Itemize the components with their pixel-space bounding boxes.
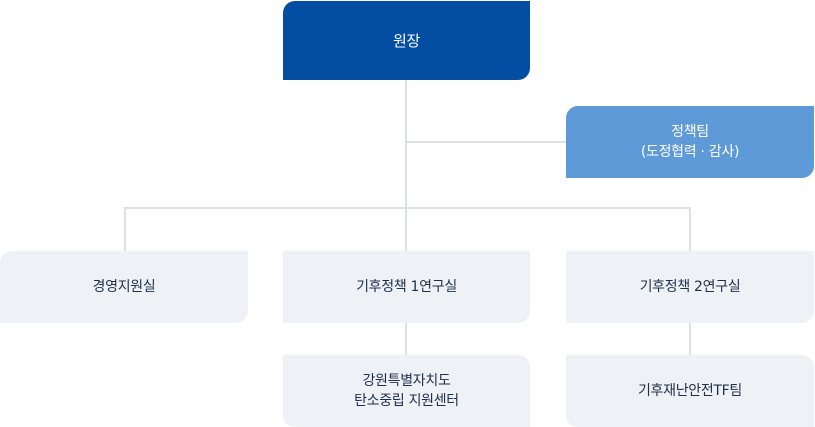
management-dept-box: 경영지원실 — [0, 251, 248, 323]
connector-right-drop — [689, 207, 691, 252]
connector-research2-sub — [689, 322, 691, 356]
connector-horizontal — [124, 207, 691, 209]
tf-team-label: 기후재난안전TF팀 — [637, 383, 743, 399]
carbon-center-box: 강원특별자치도 탄소중립 지원센터 — [283, 355, 530, 427]
management-dept-label: 경영지원실 — [92, 279, 156, 295]
carbon-center-label: 강원특별자치도 — [362, 373, 451, 389]
tf-team-box: 기후재난안전TF팀 — [566, 355, 814, 427]
policy-team-sublabel: (도정협력 · 감사) — [640, 144, 740, 160]
policy-team-box: 정책팀 (도정협력 · 감사) — [566, 106, 814, 178]
connector-trunk — [405, 80, 407, 252]
connector-policy — [405, 141, 567, 143]
policy-team-label: 정책팀 — [671, 124, 709, 140]
carbon-center-sublabel: 탄소중립 지원센터 — [354, 393, 459, 409]
director-box: 원장 — [283, 1, 530, 80]
research2-dept-box: 기후정책 2연구실 — [566, 251, 814, 323]
research2-dept-label: 기후정책 2연구실 — [639, 279, 741, 295]
research1-dept-box: 기후정책 1연구실 — [283, 251, 530, 323]
connector-research1-sub — [405, 322, 407, 356]
connector-left-drop — [124, 207, 126, 252]
research1-dept-label: 기후정책 1연구실 — [356, 279, 457, 295]
director-label: 원장 — [392, 31, 420, 50]
